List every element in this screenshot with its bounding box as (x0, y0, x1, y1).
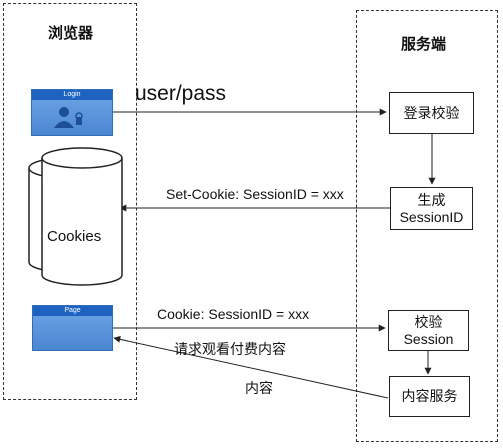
content-service-box: 内容服务 (389, 376, 470, 417)
server-lane-title: 服务端 (401, 36, 447, 53)
login-window: Login (31, 89, 113, 136)
browser-lane-title: 浏览器 (48, 25, 94, 42)
browser-lane (3, 3, 137, 400)
cookie-label: Cookie: SessionID = xxx (157, 306, 310, 322)
page-window: Page (32, 305, 113, 351)
content-label: 内容 (245, 380, 273, 396)
request-paid-content-label: 请求观看付费内容 (174, 341, 286, 357)
login-window-title: Login (32, 90, 112, 100)
set-cookie-label: Set-Cookie: SessionID = xxx (166, 186, 344, 202)
server-lane (356, 10, 498, 442)
generate-session-box: 生成 SessionID (390, 187, 473, 230)
credentials-label: user/pass (135, 82, 227, 105)
login-check-box: 登录校验 (389, 92, 474, 134)
content-response-arrow (113, 335, 389, 399)
page-window-title: Page (33, 306, 112, 316)
cookies-label: Cookies (47, 228, 102, 245)
cookies-cylinder (28, 147, 123, 286)
verify-session-box: 校验 Session (388, 310, 469, 351)
user-lock-icon (54, 107, 83, 128)
